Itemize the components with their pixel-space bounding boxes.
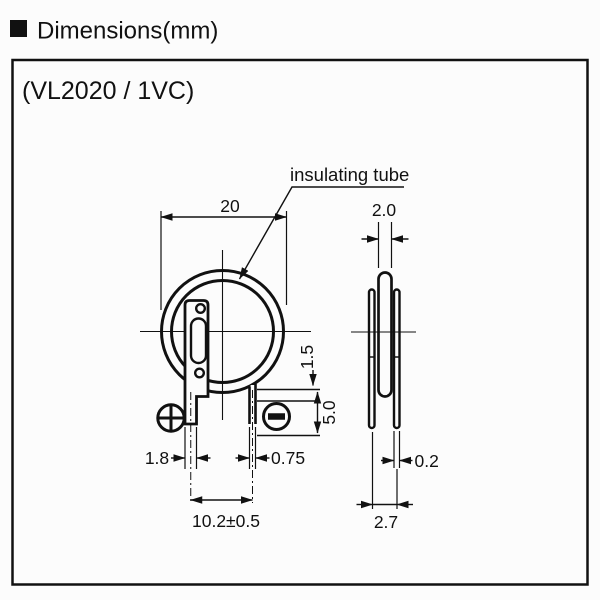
dim-lead-pitch-label: 10.2±0.5 xyxy=(192,511,260,531)
dim-lead-pitch: 10.2±0.5 xyxy=(190,390,260,531)
bullet-square-icon xyxy=(10,20,27,37)
dim-lead-span: 2.7 xyxy=(356,432,413,532)
model-label: (VL2020 / 1VC) xyxy=(22,77,194,105)
right-terminal-side xyxy=(392,288,401,430)
dim-lead-thickness: 0.2 xyxy=(381,431,439,471)
panel-border xyxy=(11,58,589,586)
battery-outline-side xyxy=(377,271,393,398)
negative-lead-front xyxy=(248,384,257,424)
negative-polarity-icon xyxy=(262,402,291,431)
dim-thickness-label: 2.0 xyxy=(372,200,397,220)
dim-standoff-label: 1.5 xyxy=(297,345,317,369)
header: Dimensions(mm) xyxy=(10,18,218,45)
dim-right-lead-width: 0.75 xyxy=(235,427,305,469)
dim-lead-length: 5.0 xyxy=(313,391,339,434)
left-terminal-side xyxy=(367,288,376,430)
dim-left-lead-width: 1.8 xyxy=(145,427,211,469)
dim-lead-length-label: 5.0 xyxy=(319,400,339,425)
negative-lead-fill xyxy=(250,385,255,424)
dim-standoff: 1.5 xyxy=(297,345,317,386)
dim-right-lead-width-label: 0.75 xyxy=(271,448,305,468)
insulating-tube-label: insulating tube xyxy=(290,164,409,185)
plate-hole-top xyxy=(194,303,206,315)
dim-thickness: 2.0 xyxy=(361,200,409,268)
dim-diameter: 20 xyxy=(160,196,288,310)
dim-lead-thickness-label: 0.2 xyxy=(415,451,439,471)
plate-hole-bottom xyxy=(193,367,205,379)
dim-lead-span-label: 2.7 xyxy=(374,512,398,532)
front-view: 20 insulating tube 1.5 5.0 1.8 xyxy=(140,164,409,531)
positive-polarity-icon xyxy=(156,403,186,433)
dim-left-lead-width-label: 1.8 xyxy=(145,448,169,468)
plate-slot xyxy=(189,317,208,365)
page-title: Dimensions(mm) xyxy=(37,18,218,45)
dim-diameter-label: 20 xyxy=(220,196,240,216)
insulating-tube-callout: insulating tube xyxy=(238,164,409,280)
side-view: 2.0 0.2 2.7 xyxy=(351,200,439,532)
